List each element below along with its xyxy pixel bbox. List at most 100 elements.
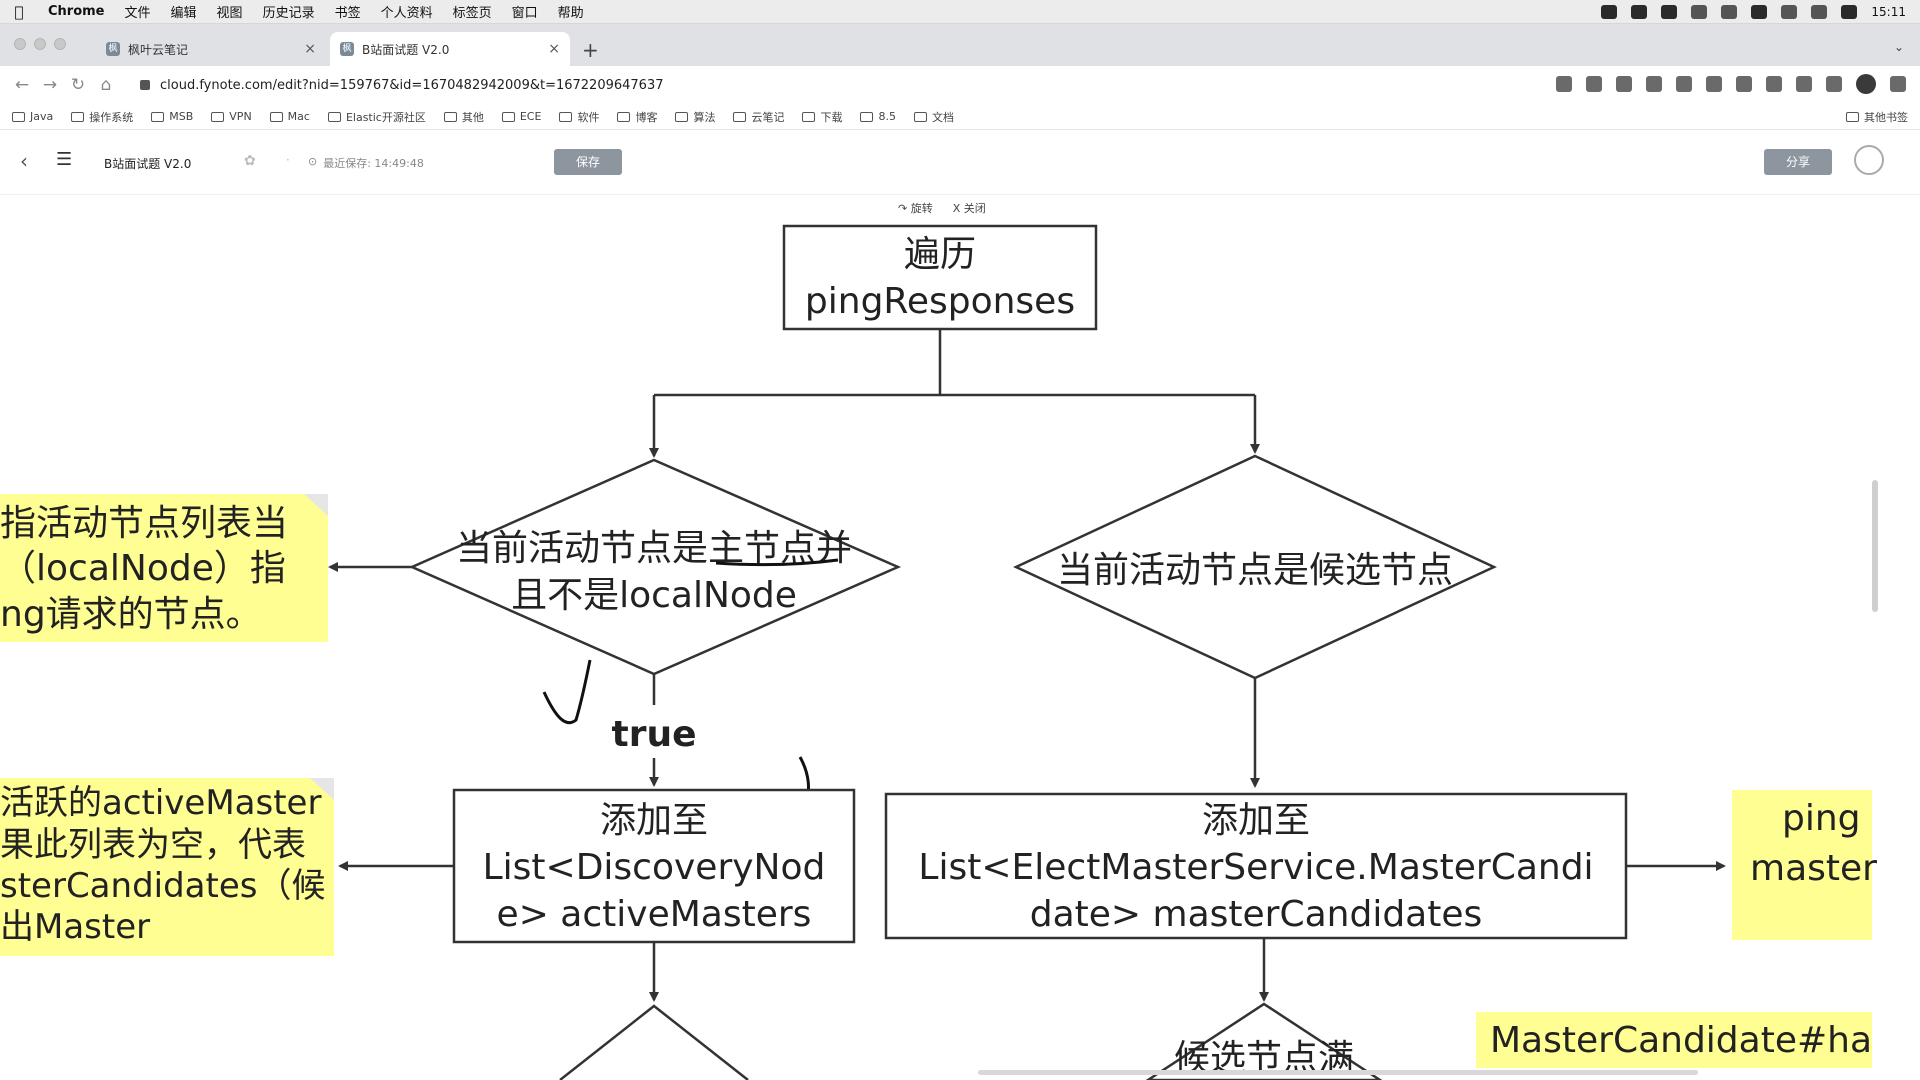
- zoom-window-button[interactable]: [54, 38, 66, 50]
- bookmark-85[interactable]: 8.5: [860, 110, 896, 123]
- bookmark-blog[interactable]: 博客: [617, 109, 657, 125]
- star-icon[interactable]: [1586, 76, 1602, 92]
- clock[interactable]: 15:11: [1871, 4, 1906, 19]
- tab-fynote[interactable]: 枫 枫叶云笔记 ×: [96, 32, 326, 66]
- document-title[interactable]: B站面试题 V2.0: [104, 157, 192, 171]
- profile-avatar[interactable]: [1856, 74, 1876, 94]
- right-box-line1: 添加至: [1202, 800, 1310, 841]
- favorite-icon[interactable]: ✿: [244, 153, 256, 169]
- note-sticky-2[interactable]: [0, 778, 334, 956]
- extension-icon[interactable]: [1736, 76, 1752, 92]
- status-app-icon[interactable]: [1601, 4, 1618, 19]
- pen-icon[interactable]: [1691, 4, 1708, 19]
- back-arrow-icon[interactable]: ←: [14, 75, 30, 95]
- menu-view[interactable]: 视图: [216, 6, 243, 21]
- bookmark-elastic[interactable]: Elastic开源社区: [327, 109, 426, 125]
- address-url[interactable]: cloud.fynote.com/edit?nid=159767&id=1670…: [160, 77, 664, 93]
- extension-icon[interactable]: [1676, 76, 1692, 92]
- bookmark-ece[interactable]: ECE: [501, 110, 542, 123]
- puzzle-icon[interactable]: [1796, 76, 1812, 92]
- apple-icon[interactable]: : [0, 3, 38, 21]
- bookmark-software[interactable]: 软件: [559, 109, 599, 125]
- kebab-menu-icon[interactable]: [1890, 76, 1906, 92]
- note-2-line2: 果此列表为空，代表: [0, 825, 306, 865]
- note-sticky-1[interactable]: [0, 494, 328, 642]
- folder-icon: [1846, 111, 1859, 122]
- menu-edit[interactable]: 编辑: [170, 6, 197, 21]
- bookmark-download[interactable]: 下载: [802, 109, 842, 125]
- bookmark-cloudnote[interactable]: 云笔记: [733, 109, 784, 125]
- chevron-down-icon[interactable]: ⌄: [1893, 40, 1904, 54]
- left-box-line1: 添加至: [600, 800, 708, 841]
- favicon-icon: 枫: [106, 42, 120, 56]
- menu-window[interactable]: 窗口: [511, 6, 538, 21]
- note-sticky-bottom[interactable]: [1476, 1012, 1872, 1068]
- bookmark-label: 操作系统: [89, 110, 134, 124]
- menu-app-name[interactable]: Chrome: [48, 4, 105, 19]
- bookmark-label: ECE: [519, 110, 542, 123]
- share-icon[interactable]: [1556, 76, 1572, 92]
- back-chevron-icon[interactable]: ‹: [20, 149, 28, 173]
- bookmark-msb[interactable]: MSB: [151, 110, 193, 123]
- note-1-line2: （localNode）指: [0, 548, 286, 589]
- folder-icon: [675, 111, 689, 122]
- extension-icon[interactable]: [1646, 76, 1662, 92]
- minimize-window-button[interactable]: [34, 38, 46, 50]
- save-button[interactable]: 保存: [554, 149, 622, 175]
- save-status: ⊙ 最近保存: 14:49:48: [308, 155, 424, 171]
- note-sticky-right[interactable]: [1732, 790, 1872, 940]
- menu-help[interactable]: 帮助: [557, 6, 584, 21]
- true-label: true: [611, 714, 696, 755]
- forward-arrow-icon[interactable]: →: [42, 75, 58, 95]
- bookmark-vpn[interactable]: VPN: [211, 110, 252, 123]
- new-tab-button[interactable]: +: [582, 38, 599, 62]
- bookmark-other-bookmarks[interactable]: 其他书签: [1846, 109, 1908, 125]
- traverse-box[interactable]: [782, 224, 1098, 331]
- bookmark-mac[interactable]: Mac: [269, 110, 310, 123]
- extension-jh-icon[interactable]: [1616, 76, 1632, 92]
- control-center-icon[interactable]: [1841, 4, 1858, 19]
- extension-icon[interactable]: [1706, 76, 1722, 92]
- menu-bookmarks[interactable]: 书签: [334, 6, 361, 21]
- mindmap-canvas[interactable]: 遍历 pingResponses 当前活动节点是主节点并 且不是localNod…: [0, 196, 1920, 1080]
- search-icon[interactable]: [1721, 4, 1738, 19]
- left-box-line3: e> activeMasters: [497, 894, 812, 935]
- close-window-button[interactable]: [14, 38, 26, 50]
- bookmarks-bar: Java 操作系统 MSB VPN Mac Elastic开源社区 其他 ECE…: [0, 104, 1920, 130]
- user-avatar[interactable]: [1854, 145, 1884, 175]
- bluetooth-icon[interactable]: [1781, 4, 1798, 19]
- close-icon[interactable]: ×: [304, 41, 316, 57]
- rotate-button[interactable]: ↷ 旋转: [898, 202, 933, 215]
- horizontal-scrollbar[interactable]: [978, 1070, 1698, 1075]
- menu-file[interactable]: 文件: [124, 6, 151, 21]
- note-corner: [310, 778, 334, 800]
- sidebar-icon[interactable]: [1826, 76, 1842, 92]
- bookmark-other[interactable]: 其他: [443, 109, 484, 125]
- share-button[interactable]: 分享: [1764, 149, 1832, 175]
- folder-icon: [501, 111, 515, 122]
- extension-icon[interactable]: [1766, 76, 1782, 92]
- traverse-box-line2: pingResponses: [805, 281, 1075, 322]
- address-bar[interactable]: cloud.fynote.com/edit?nid=159767&id=1670…: [140, 70, 1510, 100]
- hamburger-menu-icon[interactable]: ☰: [56, 149, 73, 170]
- close-icon[interactable]: ×: [548, 41, 560, 57]
- bookmark-docs[interactable]: 文档: [913, 109, 954, 125]
- bookmark-os[interactable]: 操作系统: [71, 109, 133, 125]
- menu-tabs[interactable]: 标签页: [452, 6, 492, 21]
- vertical-scrollbar[interactable]: [1872, 480, 1878, 612]
- bookmark-java[interactable]: Java: [12, 110, 53, 123]
- bookmark-label: Java: [30, 110, 54, 123]
- menu-profile[interactable]: 个人资料: [380, 6, 433, 21]
- note-2-line3: sterCandidates（候: [0, 866, 325, 906]
- add-master-candidates-box[interactable]: [884, 792, 1628, 940]
- menu-history[interactable]: 历史记录: [262, 6, 315, 21]
- bookmark-icon[interactable]: [1661, 4, 1678, 19]
- wifi-icon[interactable]: [1811, 4, 1828, 19]
- bookmark-algorithm[interactable]: 算法: [675, 109, 715, 125]
- wechat-icon[interactable]: [1631, 4, 1648, 19]
- battery-icon[interactable]: [1751, 4, 1768, 19]
- home-icon[interactable]: ⌂: [100, 75, 112, 95]
- tab-bili-interview[interactable]: 枫 B站面试题 V2.0 ×: [330, 32, 570, 66]
- reload-icon[interactable]: ↻: [70, 75, 86, 95]
- close-button[interactable]: X 关闭: [952, 202, 986, 215]
